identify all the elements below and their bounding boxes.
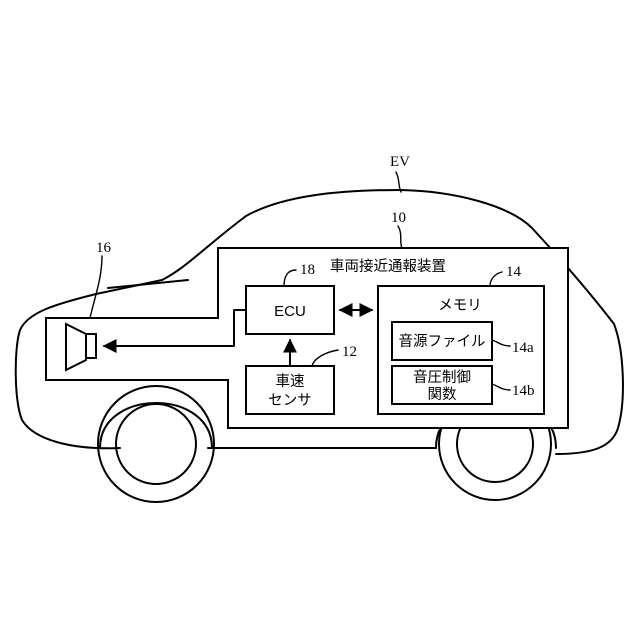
ref-speed-sensor: 12 — [342, 344, 357, 360]
ref-ecu: 18 — [300, 262, 315, 278]
device-label: 車両接近通報装置 — [330, 258, 446, 275]
ref-memory: 14 — [506, 264, 522, 280]
front-wheel-hub — [116, 404, 196, 484]
sound-file-label: 音源ファイル — [399, 333, 486, 350]
ref-pressure-function: 14b — [512, 383, 535, 399]
speed-sensor-label-line-1: 車速 — [276, 373, 305, 390]
pressure-function-label-line-1: 音圧制御 — [413, 369, 471, 386]
leader-speaker — [90, 256, 102, 318]
speaker-magnet — [86, 334, 96, 358]
memory-label: メモリ — [438, 298, 482, 314]
ecu-label: ECU — [274, 303, 306, 320]
leader-ev — [396, 172, 401, 192]
ref-vehicle: EV — [390, 154, 410, 170]
ref-speaker: 16 — [96, 240, 112, 256]
leader-device — [398, 226, 402, 248]
pressure-function-label-line-2: 関数 — [428, 386, 457, 403]
speed-sensor-label-line-2: センサ — [268, 393, 312, 409]
vehicle-window-line — [108, 280, 188, 288]
ref-sound-file: 14a — [512, 340, 534, 356]
ref-device: 10 — [391, 210, 406, 226]
